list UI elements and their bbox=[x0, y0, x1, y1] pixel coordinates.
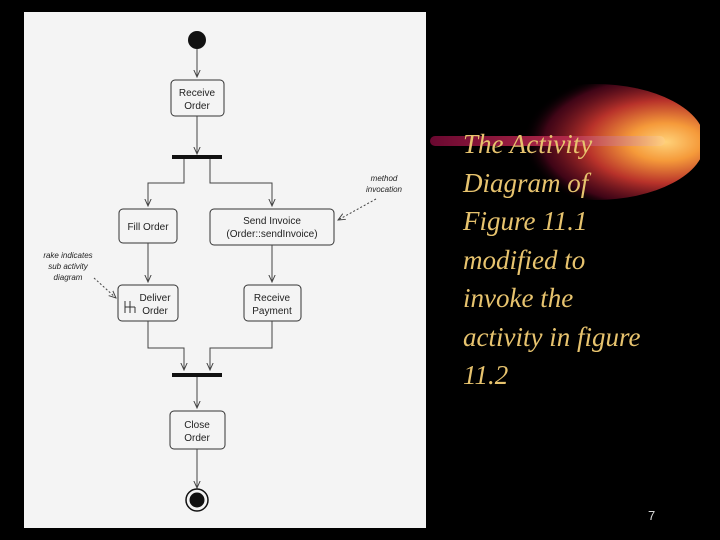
note-rake-pointer bbox=[93, 277, 116, 298]
node-receive-order-line2: Order bbox=[184, 101, 210, 112]
caption-line: Figure 11.1 bbox=[463, 206, 588, 236]
rake-icon bbox=[124, 301, 136, 313]
node-send-invoice-line1: Send Invoice bbox=[243, 216, 301, 227]
edge-fork-invoice bbox=[209, 159, 272, 206]
join-bar bbox=[172, 373, 222, 377]
caption-line: modified to bbox=[463, 244, 586, 275]
caption-line: 11.2 bbox=[463, 360, 509, 390]
node-send-invoice: Send Invoice (Order::sendInvoice) bbox=[209, 208, 335, 246]
flare-decoration bbox=[430, 84, 700, 200]
edge-fork-fill bbox=[148, 159, 185, 206]
node-close-order: Close Order bbox=[169, 410, 226, 450]
note-method-pointer bbox=[338, 198, 377, 220]
note-rake-line3: diagram bbox=[54, 273, 83, 282]
caption-line: activity in figure bbox=[463, 321, 641, 352]
caption-line: invoke the bbox=[463, 283, 574, 313]
end-node bbox=[185, 488, 209, 512]
activity-diagram: Receive Order Fill Order Send Invoice (O… bbox=[24, 12, 426, 528]
node-receive-order: Receive Order bbox=[170, 79, 225, 117]
caption-line: The Activity bbox=[463, 129, 593, 159]
edge-payment-join bbox=[210, 321, 273, 370]
node-fill-order-label: Fill Order bbox=[127, 222, 169, 233]
node-deliver-order-line1: Deliver bbox=[139, 293, 171, 304]
note-method-line2: invocation bbox=[366, 185, 403, 194]
edge-deliver-join bbox=[147, 321, 184, 370]
slide-caption: The Activity Diagram of Figure 11.1 modi… bbox=[463, 125, 693, 395]
note-rake-line2: sub activity bbox=[48, 262, 89, 271]
node-receive-payment: Receive Payment bbox=[243, 284, 302, 322]
node-deliver-order: Deliver Order bbox=[117, 284, 179, 322]
note-method-line1: method bbox=[371, 174, 398, 183]
node-receive-order-line1: Receive bbox=[179, 88, 216, 99]
caption-line: Diagram of bbox=[463, 167, 589, 198]
node-close-order-line2: Order bbox=[184, 433, 210, 444]
node-send-invoice-line2: (Order::sendInvoice) bbox=[226, 229, 317, 240]
node-close-order-line1: Close bbox=[184, 420, 210, 431]
activity-diagram-svg: Receive Order Fill Order Send Invoice (O… bbox=[43, 31, 403, 512]
node-fill-order: Fill Order bbox=[118, 208, 178, 244]
node-receive-payment-line1: Receive bbox=[254, 293, 291, 304]
note-rake-line1: rake indicates bbox=[43, 251, 92, 260]
start-node bbox=[188, 31, 206, 49]
page-number: 7 bbox=[648, 508, 656, 523]
node-deliver-order-line2: Order bbox=[142, 306, 168, 317]
node-receive-payment-line2: Payment bbox=[252, 306, 292, 317]
fork-bar bbox=[172, 155, 222, 159]
